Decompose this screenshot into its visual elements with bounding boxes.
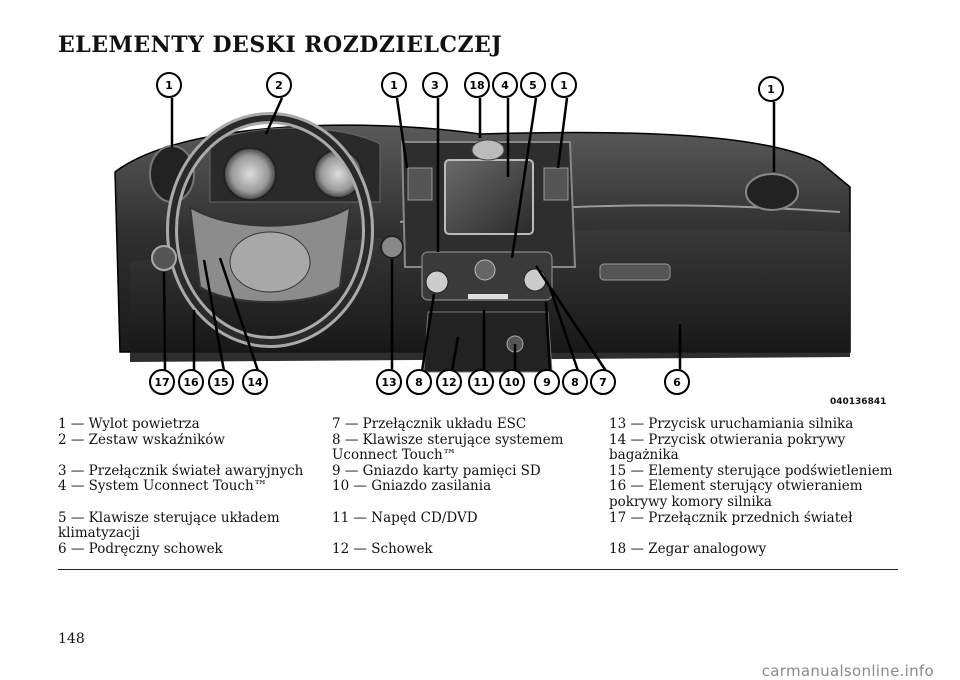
- legend-item: 8 — Klawisze sterujące systemem Uconnect…: [332, 431, 564, 464]
- callout-bottom-10: 9: [534, 369, 560, 395]
- legend-item: 18 — Zegar analogowy: [609, 540, 767, 557]
- legend-item: 1 — Wylot powietrza: [58, 416, 200, 432]
- callout-top-6: 4: [492, 72, 518, 98]
- dashboard-drawing: 040136841: [114, 97, 886, 407]
- watermark: carmanualsonline.info: [761, 662, 934, 680]
- legend-item: 9 — Gniazdo karty pamięci SD: [332, 462, 541, 479]
- callout-top-3: 1: [381, 72, 407, 98]
- legend-item: 3 — Przełącznik świateł awaryjnych: [58, 462, 304, 479]
- legend-column-1: 1 — Wylot powietrza 2 — Zestaw wskaźnikó…: [58, 416, 328, 557]
- figure-code: 040136841: [830, 397, 886, 407]
- callout-top-5: 18: [464, 72, 490, 98]
- callout-top-7: 5: [520, 72, 546, 98]
- callout-top-1: 1: [156, 72, 182, 98]
- callout-bottom-13: 6: [664, 369, 690, 395]
- legend-item: 14 — Przycisk otwierania pokrywy bagażni…: [609, 431, 846, 464]
- callout-bottom-4: 14: [242, 369, 268, 395]
- callout-top-2: 2: [266, 72, 292, 98]
- callout-bottom-1: 17: [149, 369, 175, 395]
- legend-item: 4 — System Uconnect Touch™: [58, 478, 268, 495]
- legend-item: 15 — Elementy sterujące podświetleniem: [609, 462, 893, 479]
- callout-bottom-12: 7: [590, 369, 616, 395]
- dashboard-illustration: 040136841: [60, 62, 898, 408]
- callout-top-4: 3: [422, 72, 448, 98]
- legend-item: 16 — Element sterujący otwieraniem pokry…: [609, 478, 863, 510]
- legend-item: 12 — Schowek: [332, 540, 433, 557]
- legend-item: 7 — Przełącznik układu ESC: [332, 416, 527, 432]
- callout-bottom-7: 12: [436, 369, 462, 395]
- callout-bottom-6: 8: [406, 369, 432, 395]
- callout-bottom-11: 8: [562, 369, 588, 395]
- callout-bottom-2: 16: [178, 369, 204, 395]
- callout-bottom-9: 10: [499, 369, 525, 395]
- callout-bottom-5: 13: [376, 369, 402, 395]
- callout-top-8: 1: [551, 72, 577, 98]
- legend-item: 2 — Zestaw wskaźników: [58, 431, 225, 448]
- legend-item: 11 — Napęd CD/DVD: [332, 509, 478, 526]
- callout-bottom-3: 15: [208, 369, 234, 395]
- legend-item: 17 — Przełącznik przednich świateł: [609, 509, 853, 526]
- legend-item: 6 — Podręczny schowek: [58, 540, 223, 557]
- page-title: ELEMENTY DESKI ROZDZIELCZEJ: [58, 32, 503, 58]
- divider-line: [58, 569, 898, 570]
- legend-column-2: 7 — Przełącznik układu ESC 8 — Klawisze …: [332, 416, 604, 557]
- page-number: 148: [58, 631, 85, 647]
- callout-top-9: 1: [758, 76, 784, 102]
- legend-item: 10 — Gniazdo zasilania: [332, 478, 492, 495]
- legend-item: 13 — Przycisk uruchamiania silnika: [609, 416, 854, 432]
- legend-item: 5 — Klawisze sterujące układem klimatyza…: [58, 509, 280, 542]
- legend-column-3: 13 — Przycisk uruchamiania silnika 14 — …: [609, 416, 899, 557]
- callout-bottom-8: 11: [468, 369, 494, 395]
